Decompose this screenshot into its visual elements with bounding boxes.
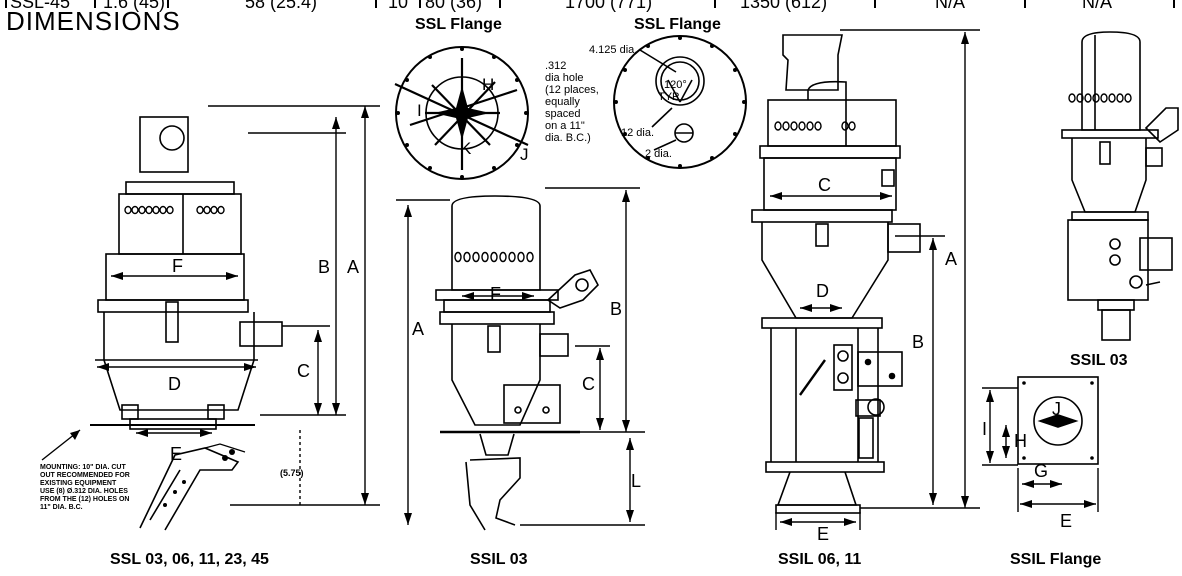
ssil-flange-dim-i: I xyxy=(982,419,988,439)
ssl-height-575: (5.75) xyxy=(280,468,304,478)
ssil03-dim-a: A xyxy=(412,319,425,339)
ssl-flange-2 xyxy=(613,35,747,169)
dia-12-label: 12 dia. xyxy=(621,127,655,139)
dimensions-heading: DIMENSIONS xyxy=(6,6,181,36)
ssil03-dim-b: B xyxy=(610,299,623,319)
ssil0611-dim-e: E xyxy=(817,524,830,544)
top-row-cell-8: N/A xyxy=(935,0,966,12)
ssl-flange-title-2: SSL Flange xyxy=(634,16,721,33)
ssil-flange-dim-e: E xyxy=(1060,511,1073,531)
mounting-note: MOUNTING: 10" DIA. CUT OUT RECOMMENDED F… xyxy=(40,464,130,511)
top-row-cell-5: 80 (36) xyxy=(425,0,483,12)
ssl-dim-d: D xyxy=(168,374,181,394)
angle-label: 120° xyxy=(664,79,687,91)
ssil-03-drawing xyxy=(396,187,645,531)
ssl-flange-title-1: SSL Flange xyxy=(415,16,502,33)
ssil03-small-caption: SSIL 03 xyxy=(1070,352,1128,369)
top-row-cell-7: 1350 (612) xyxy=(740,0,828,12)
ssil03-dim-f: F xyxy=(490,284,501,304)
caption-ssil-03: SSIL 03 xyxy=(470,551,528,568)
top-row-cell-6: 1700 (771) xyxy=(565,0,653,12)
ssil03-dim-c: C xyxy=(582,374,595,394)
top-row-cell-2: 1.6 (45) xyxy=(103,0,166,12)
ssil-03-small-drawing xyxy=(1061,31,1179,341)
caption-ssil-06-11: SSIL 06, 11 xyxy=(778,551,862,568)
flange1-label-i: I xyxy=(417,101,422,120)
top-row-cell-4: 10 xyxy=(388,0,409,12)
ssil-flange-drawing xyxy=(982,376,1099,512)
top-row-cell-9: N/A xyxy=(1082,0,1113,12)
ssl-unit-drawing xyxy=(41,105,380,531)
typ-label: TYP xyxy=(658,91,680,103)
ssil03-dim-l: L xyxy=(631,471,642,491)
ssil0611-dim-c: C xyxy=(818,175,831,195)
flange1-label-j: J xyxy=(520,145,529,164)
ssl-dim-b: B xyxy=(318,257,331,277)
caption-ssl: SSL 03, 06, 11, 23, 45 xyxy=(110,551,269,568)
ssil-flange-dim-g: G xyxy=(1034,461,1049,481)
ssl-flange-1 xyxy=(394,46,529,180)
ssil0611-dim-d: D xyxy=(816,281,829,301)
hole-note: .312 dia hole (12 places, equally spaced… xyxy=(545,60,599,144)
dia-2-label: 2 dia. xyxy=(645,148,672,160)
ssil-flange-dim-h: H xyxy=(1014,431,1027,451)
ssil0611-dim-b: B xyxy=(912,332,925,352)
caption-ssil-flange: SSIL Flange xyxy=(1010,551,1102,568)
ssil-flange-dim-j: J xyxy=(1052,399,1061,419)
ssl-dim-c: C xyxy=(297,361,310,381)
ssil0611-dim-a: A xyxy=(945,249,958,269)
top-row-model: SSL-45 xyxy=(10,0,71,12)
top-row-dividers xyxy=(5,0,1175,8)
flange1-label-k: K xyxy=(460,139,472,158)
ssl-dim-a: A xyxy=(347,257,360,277)
ssil-06-11-drawing xyxy=(751,29,980,530)
dia-4125-label: 4.125 dia. xyxy=(589,44,638,56)
ssl-dim-e: E xyxy=(170,444,183,464)
ssl-dim-f: F xyxy=(172,256,183,276)
flange1-label-h: H xyxy=(482,75,495,94)
top-row-cell-3: 58 (25.4) xyxy=(245,0,318,12)
